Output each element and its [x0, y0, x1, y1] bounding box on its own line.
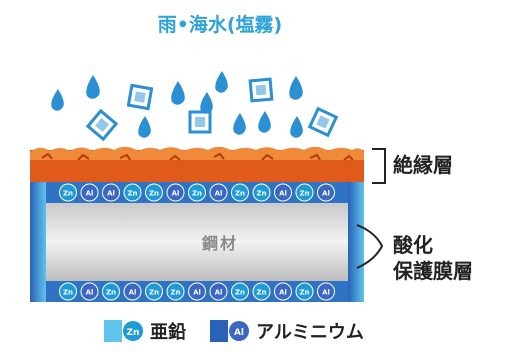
oxide-layer-right [348, 182, 364, 302]
water-drop-icon [215, 71, 228, 93]
steel-label: 鋼材 [201, 234, 238, 253]
particle-symbol: Al [215, 190, 223, 198]
particle-symbol: Zn [149, 289, 159, 297]
zinc-particle-icon [295, 282, 314, 301]
legend-swatches: Zn Al [104, 320, 249, 342]
particle-symbol: Al [86, 289, 94, 297]
insulation-label: 絶縁層 [393, 153, 453, 177]
salt-crystal-icon [248, 77, 274, 103]
particle-symbol: Zn [235, 289, 245, 297]
particle-symbol: Al [86, 190, 94, 198]
zinc-particle-icon [145, 282, 163, 301]
particle-symbol: Al [322, 289, 330, 297]
particle-symbol: Zn [63, 190, 73, 198]
oxide-label-line2: 保護膜層 [393, 259, 473, 283]
zinc-particle-icon [188, 183, 206, 202]
particle-symbol: Al [322, 190, 330, 198]
particle-symbol: Zn [299, 190, 309, 198]
legend-swatch-aluminium [210, 320, 228, 342]
particle-row-bottom: Zn Al Zn Al Zn Zn Al Al Zn Zn Al Zn Al [59, 282, 335, 301]
water-drop-icon [138, 116, 151, 138]
water-drop-icon [51, 89, 64, 111]
aluminium-particle-icon [188, 282, 206, 301]
zinc-particle-icon [59, 183, 77, 202]
legend-zinc-symbol: Zn [127, 328, 140, 338]
particle-symbol: Al [279, 289, 287, 297]
legend-zinc-icon [123, 321, 143, 341]
particle-symbol: Zn [256, 190, 266, 198]
water-drop-icon [290, 116, 303, 138]
zinc-particle-icon [102, 282, 120, 301]
particle-row-top: Zn Al Al Zn Zn Al Zn Al Zn Zn Al Zn Al [59, 183, 335, 202]
legend-label-zinc: 亜鉛 [150, 322, 186, 343]
aluminium-particle-icon [123, 282, 142, 301]
aluminium-particle-icon [209, 183, 228, 202]
rain-drops [51, 71, 303, 138]
salt-crystal-icon [188, 110, 212, 134]
legend-aluminium-symbol: Al [234, 328, 244, 338]
particle-symbol: Zn [192, 190, 202, 198]
zinc-particle-icon [231, 282, 249, 301]
oxide-label-line1: 酸化 [393, 233, 433, 257]
zinc-particle-icon [295, 183, 314, 202]
aluminium-particle-icon [80, 282, 99, 301]
particle-symbol: Zn [170, 289, 180, 297]
legend-label-aluminium: アルミニウム [256, 322, 364, 343]
water-drop-icon [171, 81, 185, 105]
legend-swatch-zinc [104, 320, 122, 342]
oxide-layer-left [30, 182, 46, 302]
aluminium-particle-icon [80, 183, 99, 202]
zinc-particle-icon [145, 183, 163, 202]
water-drop-icon [289, 76, 303, 100]
salt-crystals [85, 77, 339, 142]
diagram-title: 雨•海水(塩霧) [157, 14, 283, 36]
zinc-particle-icon [166, 282, 185, 301]
zinc-particle-icon [123, 183, 142, 202]
particle-symbol: Al [279, 190, 287, 198]
particle-symbol: Al [215, 289, 223, 297]
salt-crystal-icon [126, 83, 154, 111]
oxide-brace [356, 224, 384, 269]
water-drop-icon [200, 92, 213, 114]
zinc-particle-icon [252, 183, 271, 202]
zinc-particle-icon [231, 183, 249, 202]
particle-symbol: Al [172, 190, 180, 198]
zinc-particle-icon [252, 282, 271, 301]
aluminium-particle-icon [274, 282, 292, 301]
aluminium-particle-icon [274, 183, 292, 202]
zinc-particle-icon [59, 282, 77, 301]
aluminium-particle-icon [209, 282, 228, 301]
particle-symbol: Al [129, 289, 137, 297]
aluminium-particle-icon [317, 183, 335, 202]
particle-symbol: Zn [256, 289, 266, 297]
steel-core [46, 203, 348, 281]
aluminium-particle-icon [102, 183, 120, 202]
insulation-layer [30, 146, 364, 182]
water-drop-icon [86, 75, 100, 99]
salt-crystal-icon [85, 108, 119, 142]
aluminium-particle-icon [317, 282, 335, 301]
water-drop-icon [233, 113, 246, 135]
particle-symbol: Zn [299, 289, 309, 297]
particle-symbol: Al [107, 190, 115, 198]
legend-aluminium-icon [229, 321, 249, 341]
particle-symbol: Zn [127, 190, 137, 198]
insulation-bracket [372, 148, 386, 184]
steel-body [30, 182, 364, 302]
particle-symbol: Zn [149, 190, 159, 198]
particle-symbol: Zn [235, 190, 245, 198]
water-drop-icon [258, 111, 271, 133]
particle-symbol: Zn [63, 289, 73, 297]
salt-crystal-icon [307, 106, 339, 138]
aluminium-particle-icon [166, 183, 185, 202]
particle-symbol: Al [193, 289, 201, 297]
particle-symbol: Zn [106, 289, 116, 297]
